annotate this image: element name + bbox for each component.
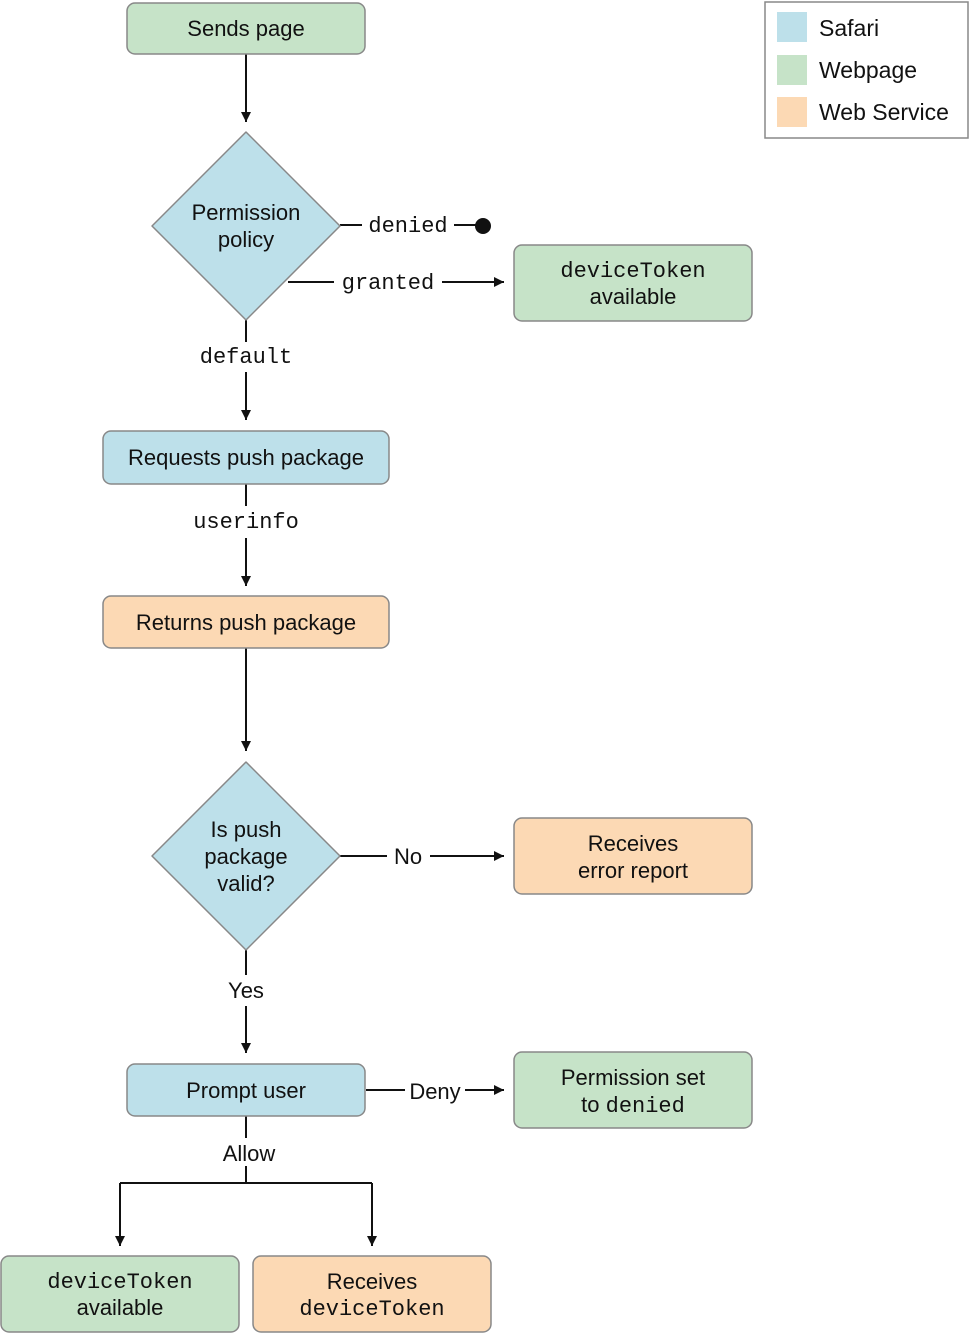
node-permission-set-line2: to denied bbox=[581, 1092, 685, 1119]
node-permission-set-code: denied bbox=[606, 1094, 685, 1119]
node-returns-push-package-label: Returns push package bbox=[136, 610, 356, 635]
denied-terminal-dot bbox=[475, 218, 491, 234]
node-permission-policy: Permission policy bbox=[151, 131, 341, 321]
node-receives-device-token-line1: Receives bbox=[327, 1269, 417, 1294]
node-requests-push-package: Requests push package bbox=[102, 430, 390, 485]
legend-swatch-webpage bbox=[777, 55, 807, 85]
node-receives-device-token-code: deviceToken bbox=[299, 1297, 444, 1322]
node-valid-line2: package bbox=[204, 844, 287, 869]
edge-label-default: default bbox=[200, 345, 292, 370]
node-permission-set-line1: Permission set bbox=[561, 1065, 705, 1090]
node-is-push-package-valid: Is push package valid? bbox=[151, 761, 341, 951]
node-device-token-top-code: deviceToken bbox=[560, 259, 705, 284]
node-valid-line1: Is push bbox=[211, 817, 282, 842]
node-prompt-user-label: Prompt user bbox=[186, 1078, 306, 1103]
legend-label-webpage: Webpage bbox=[819, 57, 917, 83]
connectors bbox=[115, 54, 504, 1246]
node-error-report-line1: Receives bbox=[588, 831, 678, 856]
edge-label-no: No bbox=[394, 844, 422, 869]
legend-swatch-web-service bbox=[777, 97, 807, 127]
node-error-report-line2: error report bbox=[578, 858, 688, 883]
edge-label-userinfo: userinfo bbox=[193, 510, 299, 535]
node-device-token-bottom-code: deviceToken bbox=[47, 1270, 192, 1295]
node-device-token-top-text: available bbox=[590, 284, 677, 309]
legend-swatch-safari bbox=[777, 12, 807, 42]
edge-label-denied: denied bbox=[368, 214, 447, 239]
node-sends-page: Sends page bbox=[126, 2, 366, 55]
edge-label-deny: Deny bbox=[409, 1079, 460, 1104]
legend: Safari Webpage Web Service bbox=[764, 1, 969, 139]
edge-label-yes: Yes bbox=[228, 978, 264, 1003]
node-receives-device-token: Receives deviceToken bbox=[252, 1255, 492, 1333]
edge-label-granted: granted bbox=[342, 271, 434, 296]
node-receives-error-report: Receives error report bbox=[513, 817, 753, 895]
node-permission-policy-line2: policy bbox=[218, 227, 274, 252]
node-permission-policy-line1: Permission bbox=[192, 200, 301, 225]
node-device-token-available-top: deviceToken available bbox=[513, 244, 753, 322]
edge-label-allow: Allow bbox=[223, 1141, 276, 1166]
node-returns-push-package: Returns push package bbox=[102, 595, 390, 649]
node-valid-line3: valid? bbox=[217, 871, 274, 896]
legend-label-safari: Safari bbox=[819, 15, 879, 41]
node-permission-set-to-denied: Permission set to denied bbox=[513, 1051, 753, 1129]
node-requests-push-package-label: Requests push package bbox=[128, 445, 364, 470]
legend-label-web-service: Web Service bbox=[819, 99, 949, 125]
node-sends-page-label: Sends page bbox=[187, 16, 304, 41]
node-permission-set-prefix: to bbox=[581, 1092, 605, 1117]
node-device-token-available-bottom: deviceToken available bbox=[0, 1255, 240, 1333]
node-device-token-bottom-text: available bbox=[77, 1295, 164, 1320]
node-prompt-user: Prompt user bbox=[126, 1063, 366, 1117]
